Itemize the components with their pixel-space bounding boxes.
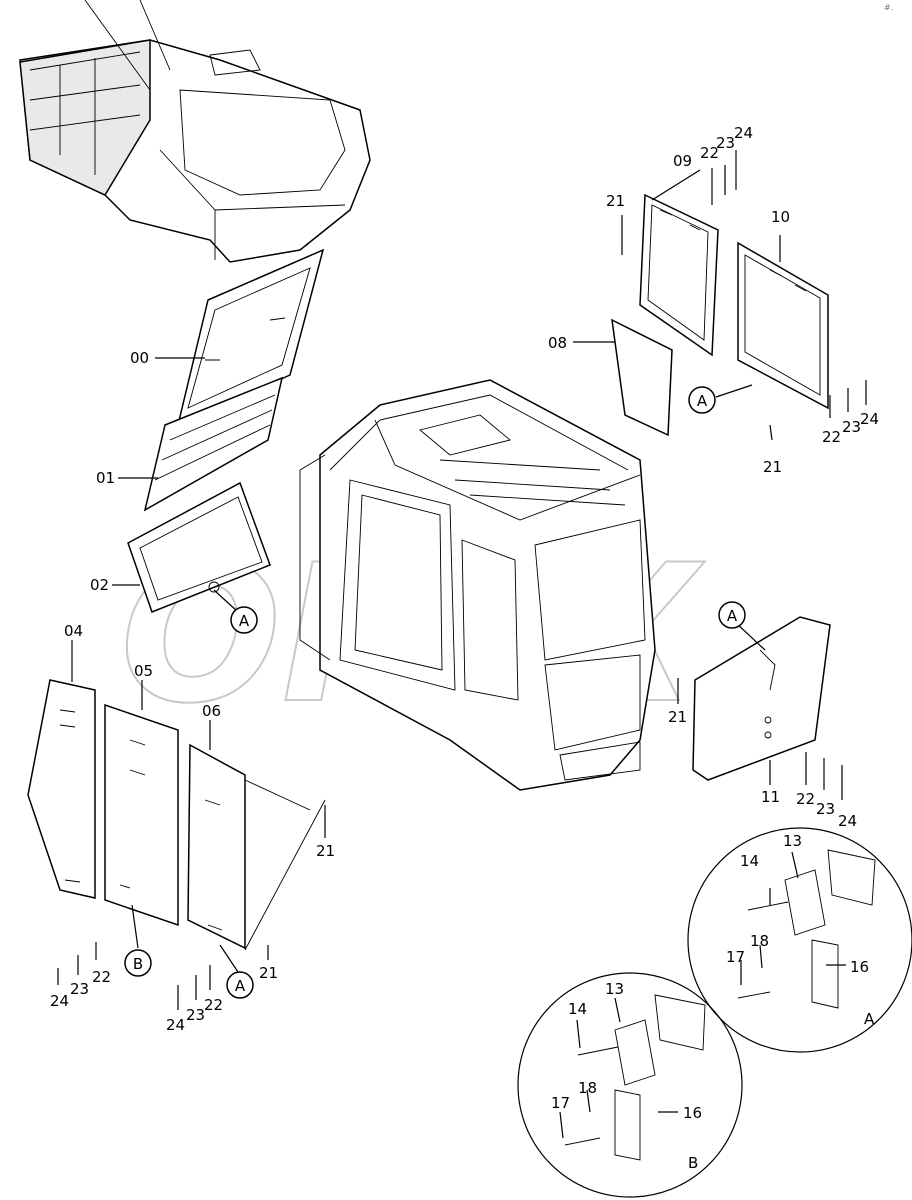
- label-B-17: 17: [551, 1094, 570, 1112]
- detail-B: [517, 972, 743, 1198]
- label-23-right: 23: [842, 418, 861, 436]
- panel-05: [104, 703, 179, 927]
- label-22-bm: 22: [204, 996, 223, 1014]
- label-24-bl: 24: [50, 992, 69, 1010]
- detail-A: [687, 827, 912, 1053]
- label-06: 06: [202, 702, 221, 720]
- cover-11: [692, 616, 831, 781]
- label-A-13: 13: [783, 832, 802, 850]
- label-A-18: 18: [750, 932, 769, 950]
- label-01: 01: [96, 469, 115, 487]
- label-23-top: 23: [716, 134, 735, 152]
- panel-04: [27, 679, 96, 899]
- label-24-top: 24: [734, 124, 753, 142]
- label-02: 02: [90, 576, 109, 594]
- label-21-cover11: 21: [668, 708, 687, 726]
- callout-circle-a-plate-left: [230, 606, 258, 634]
- excavator-overview: [19, 0, 371, 263]
- label-A-14: 14: [740, 852, 759, 870]
- label-24-cover11: 24: [838, 812, 857, 830]
- label-A-16: 16: [850, 958, 869, 976]
- label-21-bottom: 21: [259, 964, 278, 982]
- label-21-right: 21: [763, 458, 782, 476]
- callout-a-cover-11: A: [727, 607, 738, 625]
- cab-body: [299, 379, 656, 791]
- label-21-top: 21: [606, 192, 625, 210]
- label-08: 08: [548, 334, 567, 352]
- cover-09: [639, 193, 719, 357]
- callout-b-panel-05: B: [133, 955, 143, 973]
- label-24-right: 24: [860, 410, 879, 428]
- label-A-17: 17: [726, 948, 745, 966]
- label-B-16: 16: [683, 1104, 702, 1122]
- panel-01: [143, 376, 284, 512]
- callout-a-plate-left: A: [239, 612, 250, 630]
- panel-02: [127, 481, 271, 613]
- label-21-panel: 21: [316, 842, 335, 860]
- callout-circle-a-cover-right: [688, 386, 716, 414]
- callouts: A A A B A A B: [124, 386, 875, 1172]
- part-labels: 00 01 02 04 05 06 08 09 10 11 21 22 23 2…: [50, 124, 879, 1122]
- label-22-top: 22: [700, 144, 719, 162]
- label-10: 10: [771, 208, 790, 226]
- corner-mark: #.: [884, 3, 893, 12]
- callout-circle-a-cover-11: [718, 601, 746, 629]
- label-09: 09: [673, 152, 692, 170]
- callout-a-panel-06: A: [235, 977, 246, 995]
- panel-00: [176, 248, 325, 427]
- label-23-bm: 23: [186, 1006, 205, 1024]
- callout-circle-b-panel-05: [124, 949, 152, 977]
- cover-08: [611, 318, 673, 437]
- callout-circle-a-panel-06: [226, 971, 254, 999]
- label-23-bl: 23: [70, 980, 89, 998]
- label-00: 00: [130, 349, 149, 367]
- callout-a-cover-right: A: [697, 392, 708, 410]
- label-23-cover11: 23: [816, 800, 835, 818]
- label-24-bm: 24: [166, 1016, 185, 1034]
- label-B-13: 13: [605, 980, 624, 998]
- label-22-cover11: 22: [796, 790, 815, 808]
- detail-b-caption: B: [688, 1154, 698, 1172]
- cover-10: [737, 241, 829, 410]
- detail-a-caption: A: [864, 1010, 875, 1028]
- label-04: 04: [64, 622, 83, 640]
- label-11: 11: [761, 788, 780, 806]
- label-B-14: 14: [568, 1000, 587, 1018]
- label-22-bl: 22: [92, 968, 111, 986]
- label-22-right: 22: [822, 428, 841, 446]
- label-05: 05: [134, 662, 153, 680]
- leader-lines: [57, 150, 867, 1139]
- label-B-18: 18: [578, 1079, 597, 1097]
- panel-06: [187, 743, 326, 951]
